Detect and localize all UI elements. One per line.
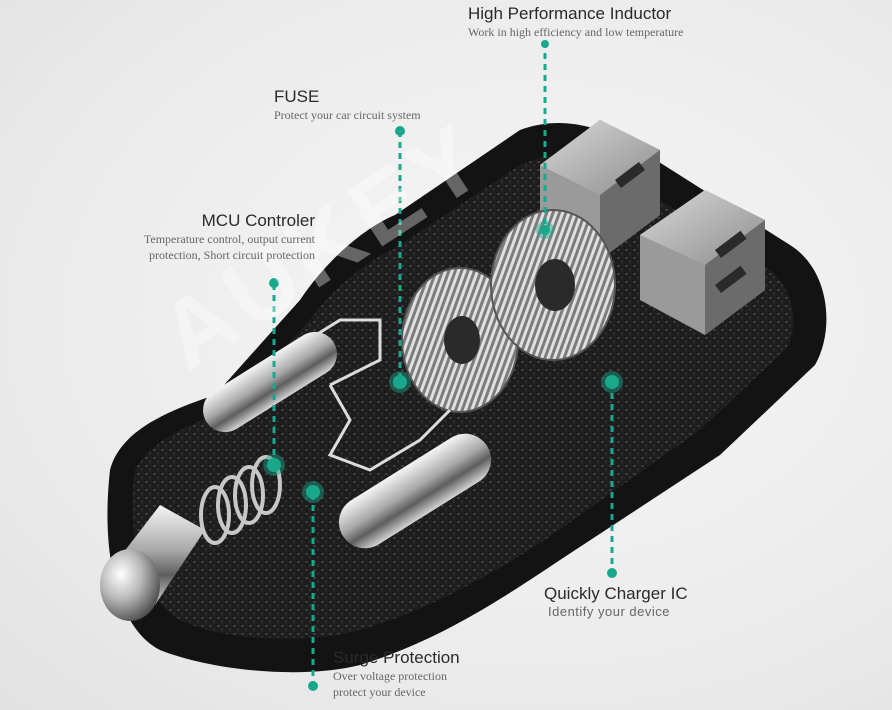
dot-charger	[605, 375, 619, 389]
dot-fuse	[393, 375, 407, 389]
mcu-desc-line2: protection, Short circuit protection	[149, 248, 315, 262]
inductor-coils	[401, 209, 616, 413]
surge-desc-line2: protect your device	[333, 685, 426, 699]
spring	[199, 455, 282, 545]
dot-surge-bottom	[308, 681, 318, 691]
dot-charger-bottom	[607, 568, 617, 578]
dot-mcu-top	[269, 278, 279, 288]
callout-surge: Surge Protection Over voltage protection…	[333, 648, 460, 700]
charger-title: Quickly Charger IC	[544, 584, 688, 603]
mcu-title: MCU Controler	[201, 211, 315, 230]
inductor-desc: Work in high efficiency and low temperat…	[468, 25, 684, 39]
inductor-title: High Performance Inductor	[468, 4, 672, 23]
charger-desc: Identify your device	[548, 604, 671, 619]
dot-surge	[306, 485, 320, 499]
leader-lines	[272, 42, 614, 684]
surge-desc-line1: Over voltage protection	[333, 669, 447, 683]
callout-charger: Quickly Charger IC Identify your device	[544, 584, 688, 620]
callout-fuse: FUSE Protect your car circuit system	[274, 87, 421, 123]
dot-mcu	[267, 458, 281, 472]
callout-inductor: High Performance Inductor Work in high e…	[468, 4, 683, 40]
side-contacts	[203, 331, 492, 549]
fuse-title: FUSE	[274, 87, 320, 106]
dot-fuse-top	[395, 126, 405, 136]
mcu-desc-line1: Temperature control, output current	[143, 232, 315, 246]
positive-tip	[100, 505, 205, 621]
dot-inductor-top	[541, 40, 549, 48]
fuse-desc: Protect your car circuit system	[274, 108, 421, 122]
usb-port-lower	[640, 190, 765, 335]
callout-dots	[263, 40, 623, 691]
dot-inductor	[540, 225, 550, 235]
surge-title: Surge Protection	[333, 648, 460, 667]
callout-mcu: MCU Controler Temperature control, outpu…	[144, 211, 315, 263]
